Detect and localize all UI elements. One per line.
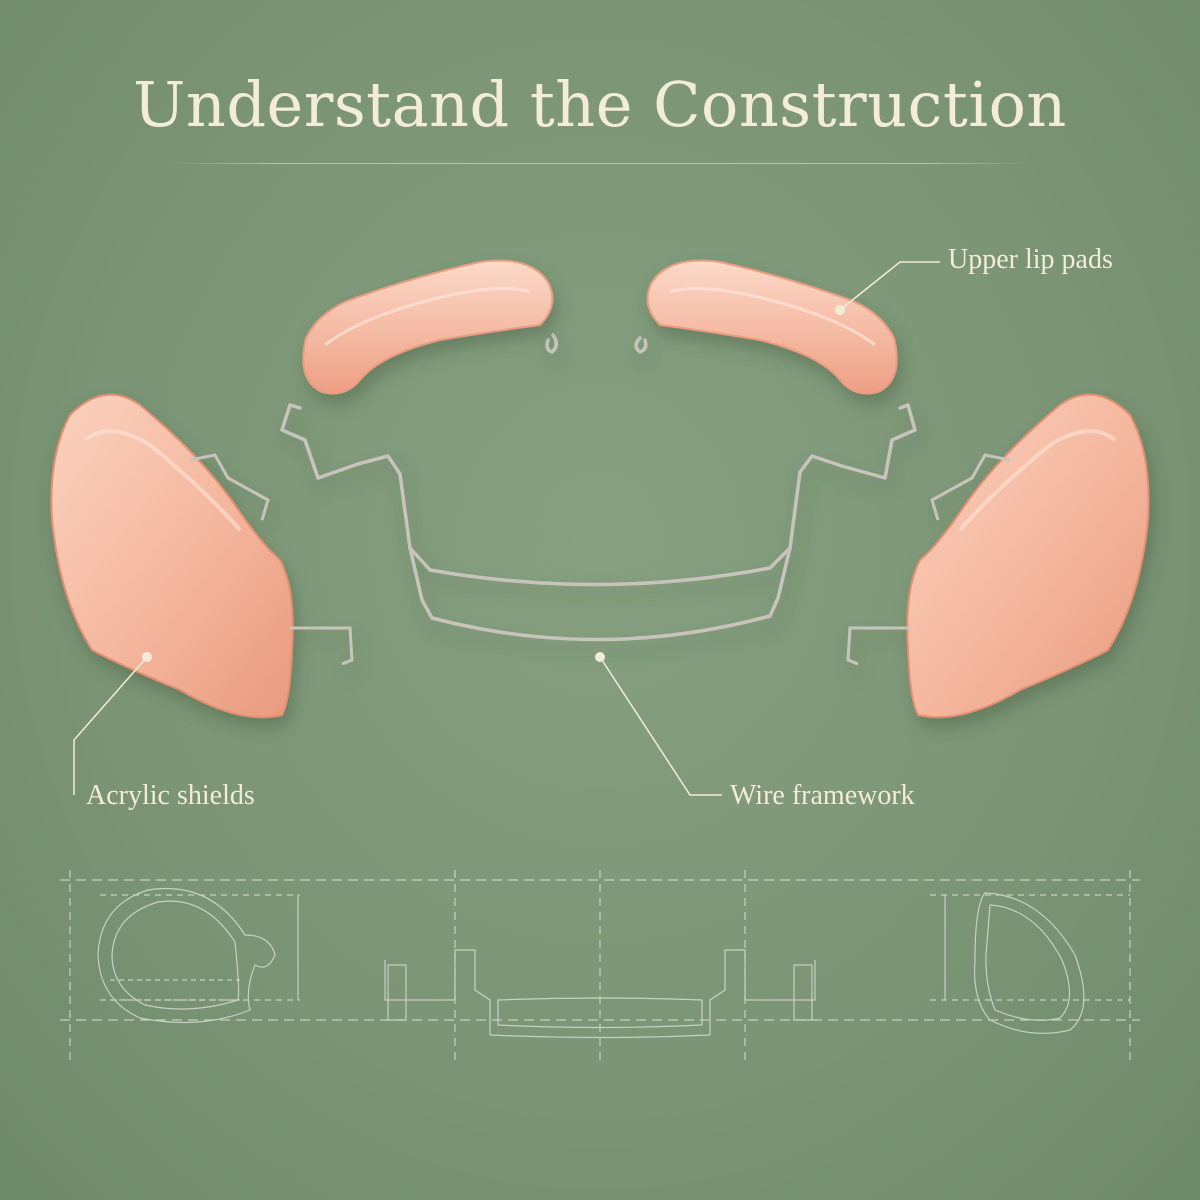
acrylic-shield-right (846, 393, 1150, 719)
callout-dots (142, 305, 845, 662)
shield-blueprint-left (97, 887, 299, 1024)
page-title: Understand the Construction (133, 68, 1067, 141)
upper-lip-pad-left (302, 259, 554, 395)
callout-acrylic-shields: Acrylic shields (86, 780, 255, 811)
wire-blueprint-center (384, 949, 816, 1039)
upper-lip-pad-right (646, 259, 898, 395)
shield-blueprint-right (930, 892, 1130, 1034)
title-divider (168, 163, 1032, 164)
callout-upper-lip-pads: Upper lip pads (948, 244, 1113, 275)
technical-drawings (60, 870, 1140, 1060)
callout-leaders (73, 261, 940, 796)
wire-framework-part (280, 333, 917, 642)
callout-wire-framework: Wire framework (730, 780, 915, 811)
acrylic-shield-left (50, 393, 354, 719)
